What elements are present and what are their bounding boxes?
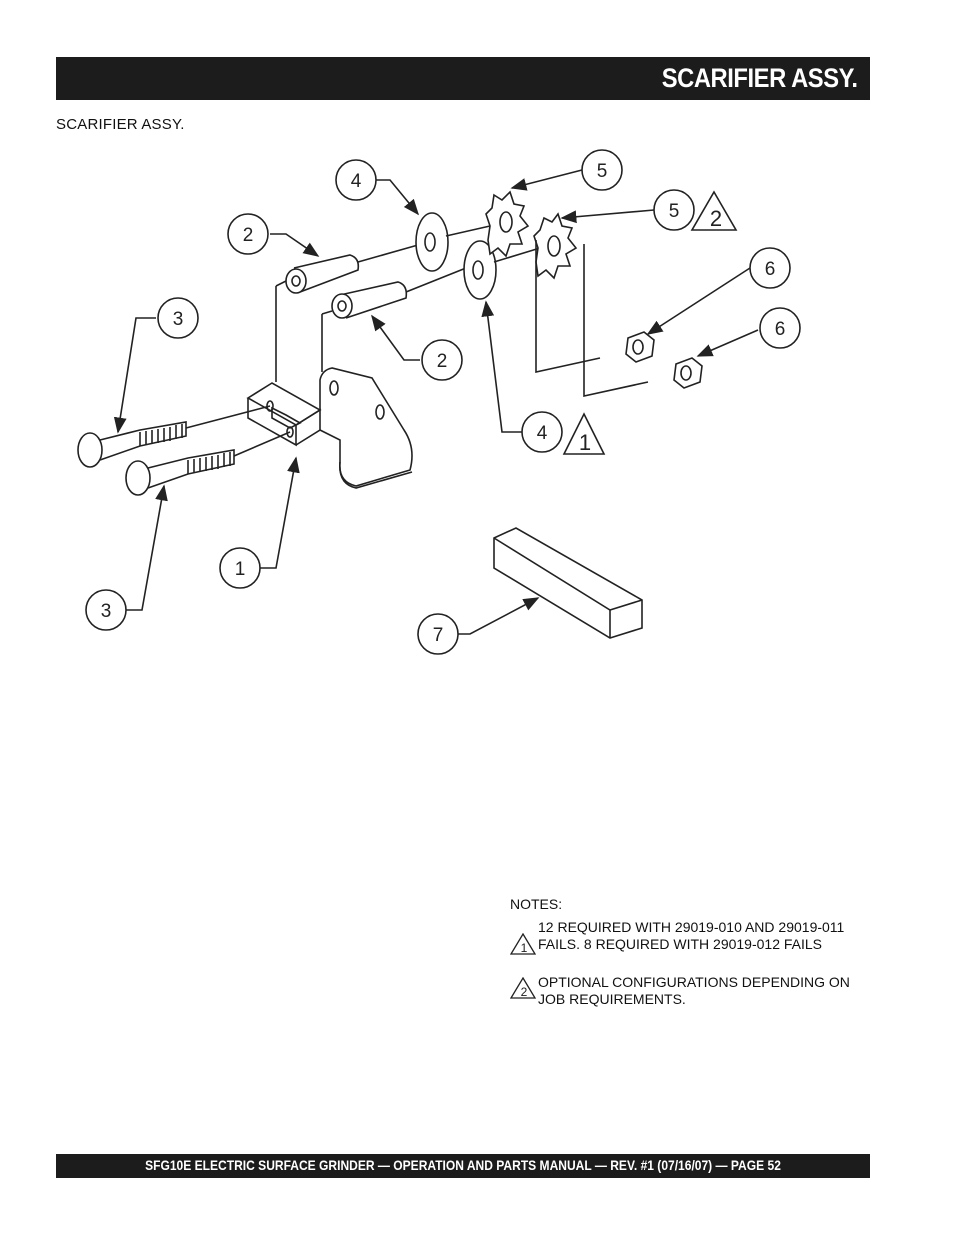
- callout-circle: [653, 189, 695, 231]
- note-flag-number: 2: [521, 985, 528, 999]
- footer-text: SFG10E ELECTRIC SURFACE GRINDER — OPERAT…: [145, 1157, 781, 1173]
- footer-bar: SFG10E ELECTRIC SURFACE GRINDER — OPERAT…: [56, 1154, 870, 1178]
- callout-label: 3: [101, 601, 112, 622]
- note-flag-label: 1: [579, 430, 591, 455]
- callout-circle: [335, 159, 377, 201]
- callout-circle: [219, 547, 261, 589]
- note-text: 12 REQUIRED WITH 29019-010 AND 29019-011…: [538, 919, 845, 952]
- callout-label: 6: [775, 319, 786, 340]
- warning-triangle-icon: 1: [510, 933, 536, 955]
- page-title: SCARIFIER ASSY.: [662, 63, 858, 93]
- callout-label: 2: [437, 351, 448, 372]
- callout-label: 4: [351, 171, 362, 192]
- bracket-part: [246, 367, 413, 489]
- note-item-2: 2 OPTIONAL CONFIGURATIONS DEPENDING ON J…: [510, 974, 870, 1008]
- bolt-part-upper: [77, 421, 187, 468]
- callout-circle: [227, 213, 269, 255]
- note-flag-triangle: [562, 412, 606, 455]
- notes-section: NOTES: 1 12 REQUIRED WITH 29019-010 AND …: [510, 896, 870, 1029]
- callout-circle: [581, 149, 623, 191]
- callout-circle: [759, 307, 801, 349]
- callout-circle: [421, 339, 463, 381]
- bolt-part-lower: [125, 449, 235, 496]
- spacer-part-upper: [285, 254, 360, 294]
- spacer-part-lower: [331, 281, 408, 319]
- callout-label: 7: [433, 625, 444, 646]
- notes-heading: NOTES:: [510, 896, 563, 912]
- nut-part-lower: [673, 357, 703, 389]
- washer-part-lower: [463, 240, 497, 300]
- note-flag-number: 1: [521, 941, 528, 955]
- header-bar: SCARIFIER ASSY.: [56, 57, 870, 100]
- note-item-1: 1 12 REQUIRED WITH 29019-010 AND 29019-0…: [510, 919, 870, 955]
- exploded-parts-diagram: 1 2 2 3 3 4 4 5 5 6 6 7 2 1: [77, 149, 801, 655]
- callout-label: 1: [235, 559, 246, 580]
- callout-label: 4: [537, 423, 548, 444]
- callout-label: 6: [765, 259, 776, 280]
- callout-circle: [749, 247, 791, 289]
- note-flag-label: 2: [710, 206, 722, 231]
- callout-label: 3: [173, 309, 184, 330]
- washer-part-upper: [415, 212, 449, 272]
- sprocket-part-upper: [485, 190, 530, 258]
- section-label: SCARIFIER ASSY.: [56, 116, 185, 133]
- callout-label: 2: [243, 225, 254, 246]
- callout-label: 5: [669, 201, 680, 222]
- warning-triangle-icon: 2: [510, 977, 536, 999]
- callout-circle: [85, 589, 127, 631]
- callout-circle: [417, 613, 459, 655]
- nut-part-upper: [625, 331, 655, 363]
- sprocket-part-lower: [533, 212, 578, 280]
- callout-circle: [157, 297, 199, 339]
- callout-circle: [521, 411, 563, 453]
- wedge-block-part: [493, 527, 643, 639]
- note-flag-triangle: [690, 190, 738, 231]
- callout-label: 5: [597, 161, 608, 182]
- note-text: OPTIONAL CONFIGURATIONS DEPENDING ON JOB…: [538, 974, 850, 1007]
